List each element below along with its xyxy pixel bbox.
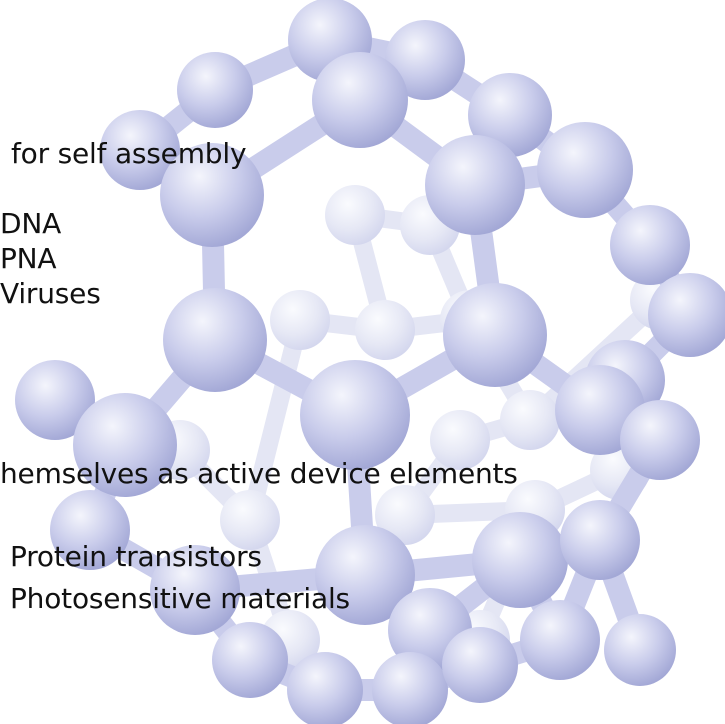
atom [73, 393, 177, 497]
atom [430, 410, 490, 470]
atom [325, 185, 385, 245]
atom [300, 360, 410, 470]
list-item-dna: DNA [0, 207, 62, 240]
atom [270, 290, 330, 350]
atom [520, 600, 600, 680]
atom [160, 143, 264, 247]
atom [442, 627, 518, 703]
atom [355, 300, 415, 360]
atom [610, 205, 690, 285]
atom [50, 490, 130, 570]
atom [15, 360, 95, 440]
atom [220, 490, 280, 550]
bond [241, 311, 309, 529]
atom [100, 110, 180, 190]
atom [648, 273, 725, 357]
atom [312, 52, 408, 148]
self-assembly-heading: for self assembly [11, 137, 247, 170]
atom [425, 135, 525, 235]
atom [177, 52, 253, 128]
atom [163, 288, 267, 392]
atom [443, 283, 547, 387]
atom [150, 545, 240, 635]
atom [468, 73, 552, 157]
list-item-protein-transistors: Protein transistors [10, 540, 262, 573]
atom [315, 525, 415, 625]
atom [212, 622, 288, 698]
atom [560, 500, 640, 580]
atom [500, 390, 560, 450]
list-item-photosensitive-materials: Photosensitive materials [10, 582, 350, 615]
atom [375, 485, 435, 545]
atom [287, 652, 363, 724]
atom [472, 512, 568, 608]
atom [604, 614, 676, 686]
active-elements-heading: hemselves as active device elements [0, 457, 518, 490]
atom [537, 122, 633, 218]
atom [372, 652, 448, 724]
atom [620, 400, 700, 480]
list-item-pna: PNA [0, 242, 57, 275]
list-item-viruses: Viruses [0, 277, 101, 310]
atom [385, 20, 465, 100]
